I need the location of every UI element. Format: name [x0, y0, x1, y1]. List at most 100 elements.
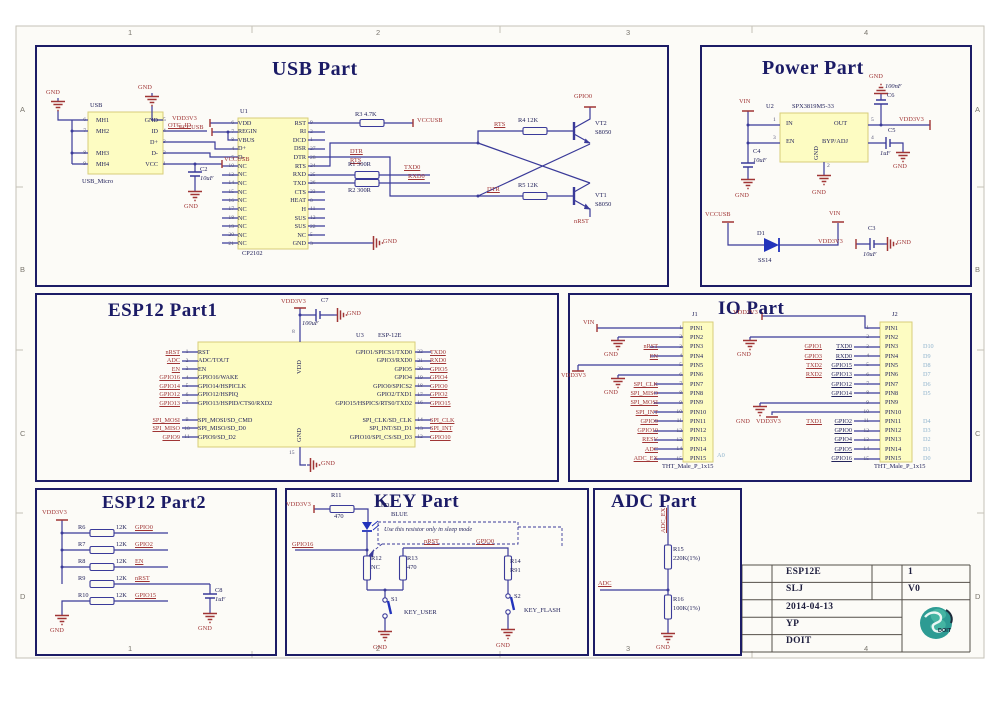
net-label-gnd: GND: [869, 73, 883, 80]
transistor-value: S8050: [595, 201, 612, 208]
res-value: NC: [371, 564, 380, 571]
ic-value: ESP-12E: [378, 332, 402, 339]
net-label-gnd: GND: [736, 418, 750, 425]
border-col-4: 4: [864, 28, 869, 37]
pin-number: 2: [827, 163, 830, 169]
pin-row: [140, 407, 275, 416]
net-label-gnd: GND: [184, 203, 198, 210]
net-label-vdd3v3: VDD3V3: [42, 509, 67, 516]
pin-name: OUT: [834, 120, 848, 127]
net-label-gnd: GND: [897, 239, 911, 246]
pin-name: EN: [786, 138, 795, 145]
switch-ref: S1: [391, 596, 398, 603]
border-col-1: 1: [128, 28, 133, 37]
res-label: R3 4.7K: [355, 111, 377, 118]
ic-value: CP2102: [242, 250, 263, 257]
connector-footprint: THT_Male_P_1x15: [874, 463, 926, 470]
net-label-rxd0: RXD0: [408, 173, 425, 180]
res-ref: R14: [510, 558, 521, 565]
net-label-gnd: GND: [50, 627, 64, 634]
net-label-vin: VIN: [829, 210, 841, 217]
res-label: R2 300R: [348, 187, 371, 194]
esp12-part2-title: ESP12 Part2: [102, 492, 206, 512]
power-flags: [56, 106, 931, 521]
net-label-vccusb: VCCUSB: [417, 117, 443, 124]
net-label-gpio16: GPIO16: [292, 541, 314, 548]
annotation-arrowhead: [368, 549, 374, 557]
wires: [57, 97, 930, 630]
vt2-emitter-arrow: [584, 138, 591, 144]
pin-row: D-2: [151, 149, 166, 157]
logo-wordmark: DOIT: [938, 628, 952, 634]
switch-label: KEY_FLASH: [524, 607, 561, 614]
pin-number: 4: [871, 135, 874, 141]
titleblock-author: SLJ: [786, 584, 804, 594]
net-label-gnd: GND: [735, 192, 749, 199]
net-label-gnd: GND: [737, 351, 751, 358]
pin-number: 8: [292, 329, 295, 335]
net-label-vdd3v3: VDD3V3: [899, 116, 924, 123]
cap-ref: C2: [200, 166, 208, 173]
ic-value: SPX3819M5-33: [792, 103, 834, 110]
res-value: R91: [510, 567, 521, 574]
res-value: 220K(1%): [673, 555, 700, 562]
border-row-b2: B: [975, 265, 981, 274]
border-col-3b: 3: [626, 644, 631, 653]
semiconductors: [362, 238, 780, 619]
net-label-gnd: GND: [138, 84, 152, 91]
cap-value: 10uF: [200, 175, 214, 182]
border-col-4b: 4: [864, 644, 869, 653]
net-label-vdd3v3: VDD3V3: [172, 115, 197, 122]
titleblock-project: ESP12E: [786, 567, 822, 577]
border-row-c2: C: [975, 429, 981, 438]
net-label-vdd3v3: VDD3V3: [818, 238, 843, 245]
net-label-vdd3v3: VDD3V3: [281, 298, 306, 305]
res-ref: R13: [407, 555, 418, 562]
doit-logo-icon: [920, 607, 953, 639]
net-label-vdd3v3: VDD3V3: [561, 372, 586, 379]
border-row-a: A: [20, 105, 26, 114]
net-label-vin: VIN: [583, 319, 595, 326]
cap-ref: C7: [321, 297, 329, 304]
pin-tag: A0: [717, 452, 725, 459]
net-label-vdd3v3: VDD3V3: [286, 501, 311, 508]
net-label-gnd: GND: [604, 389, 618, 396]
resistors: [89, 118, 673, 620]
connector-footprint: THT_Male_P_1x15: [662, 463, 714, 470]
ic-ref: U2: [766, 103, 774, 110]
net-label-gnd: GND: [383, 238, 397, 245]
net-label-gnd: GND: [347, 310, 361, 317]
net-label-rts: RTS: [350, 157, 362, 164]
net-label-gnd: GND: [604, 351, 618, 358]
net-label-gpio0: GPIO0: [574, 93, 593, 100]
